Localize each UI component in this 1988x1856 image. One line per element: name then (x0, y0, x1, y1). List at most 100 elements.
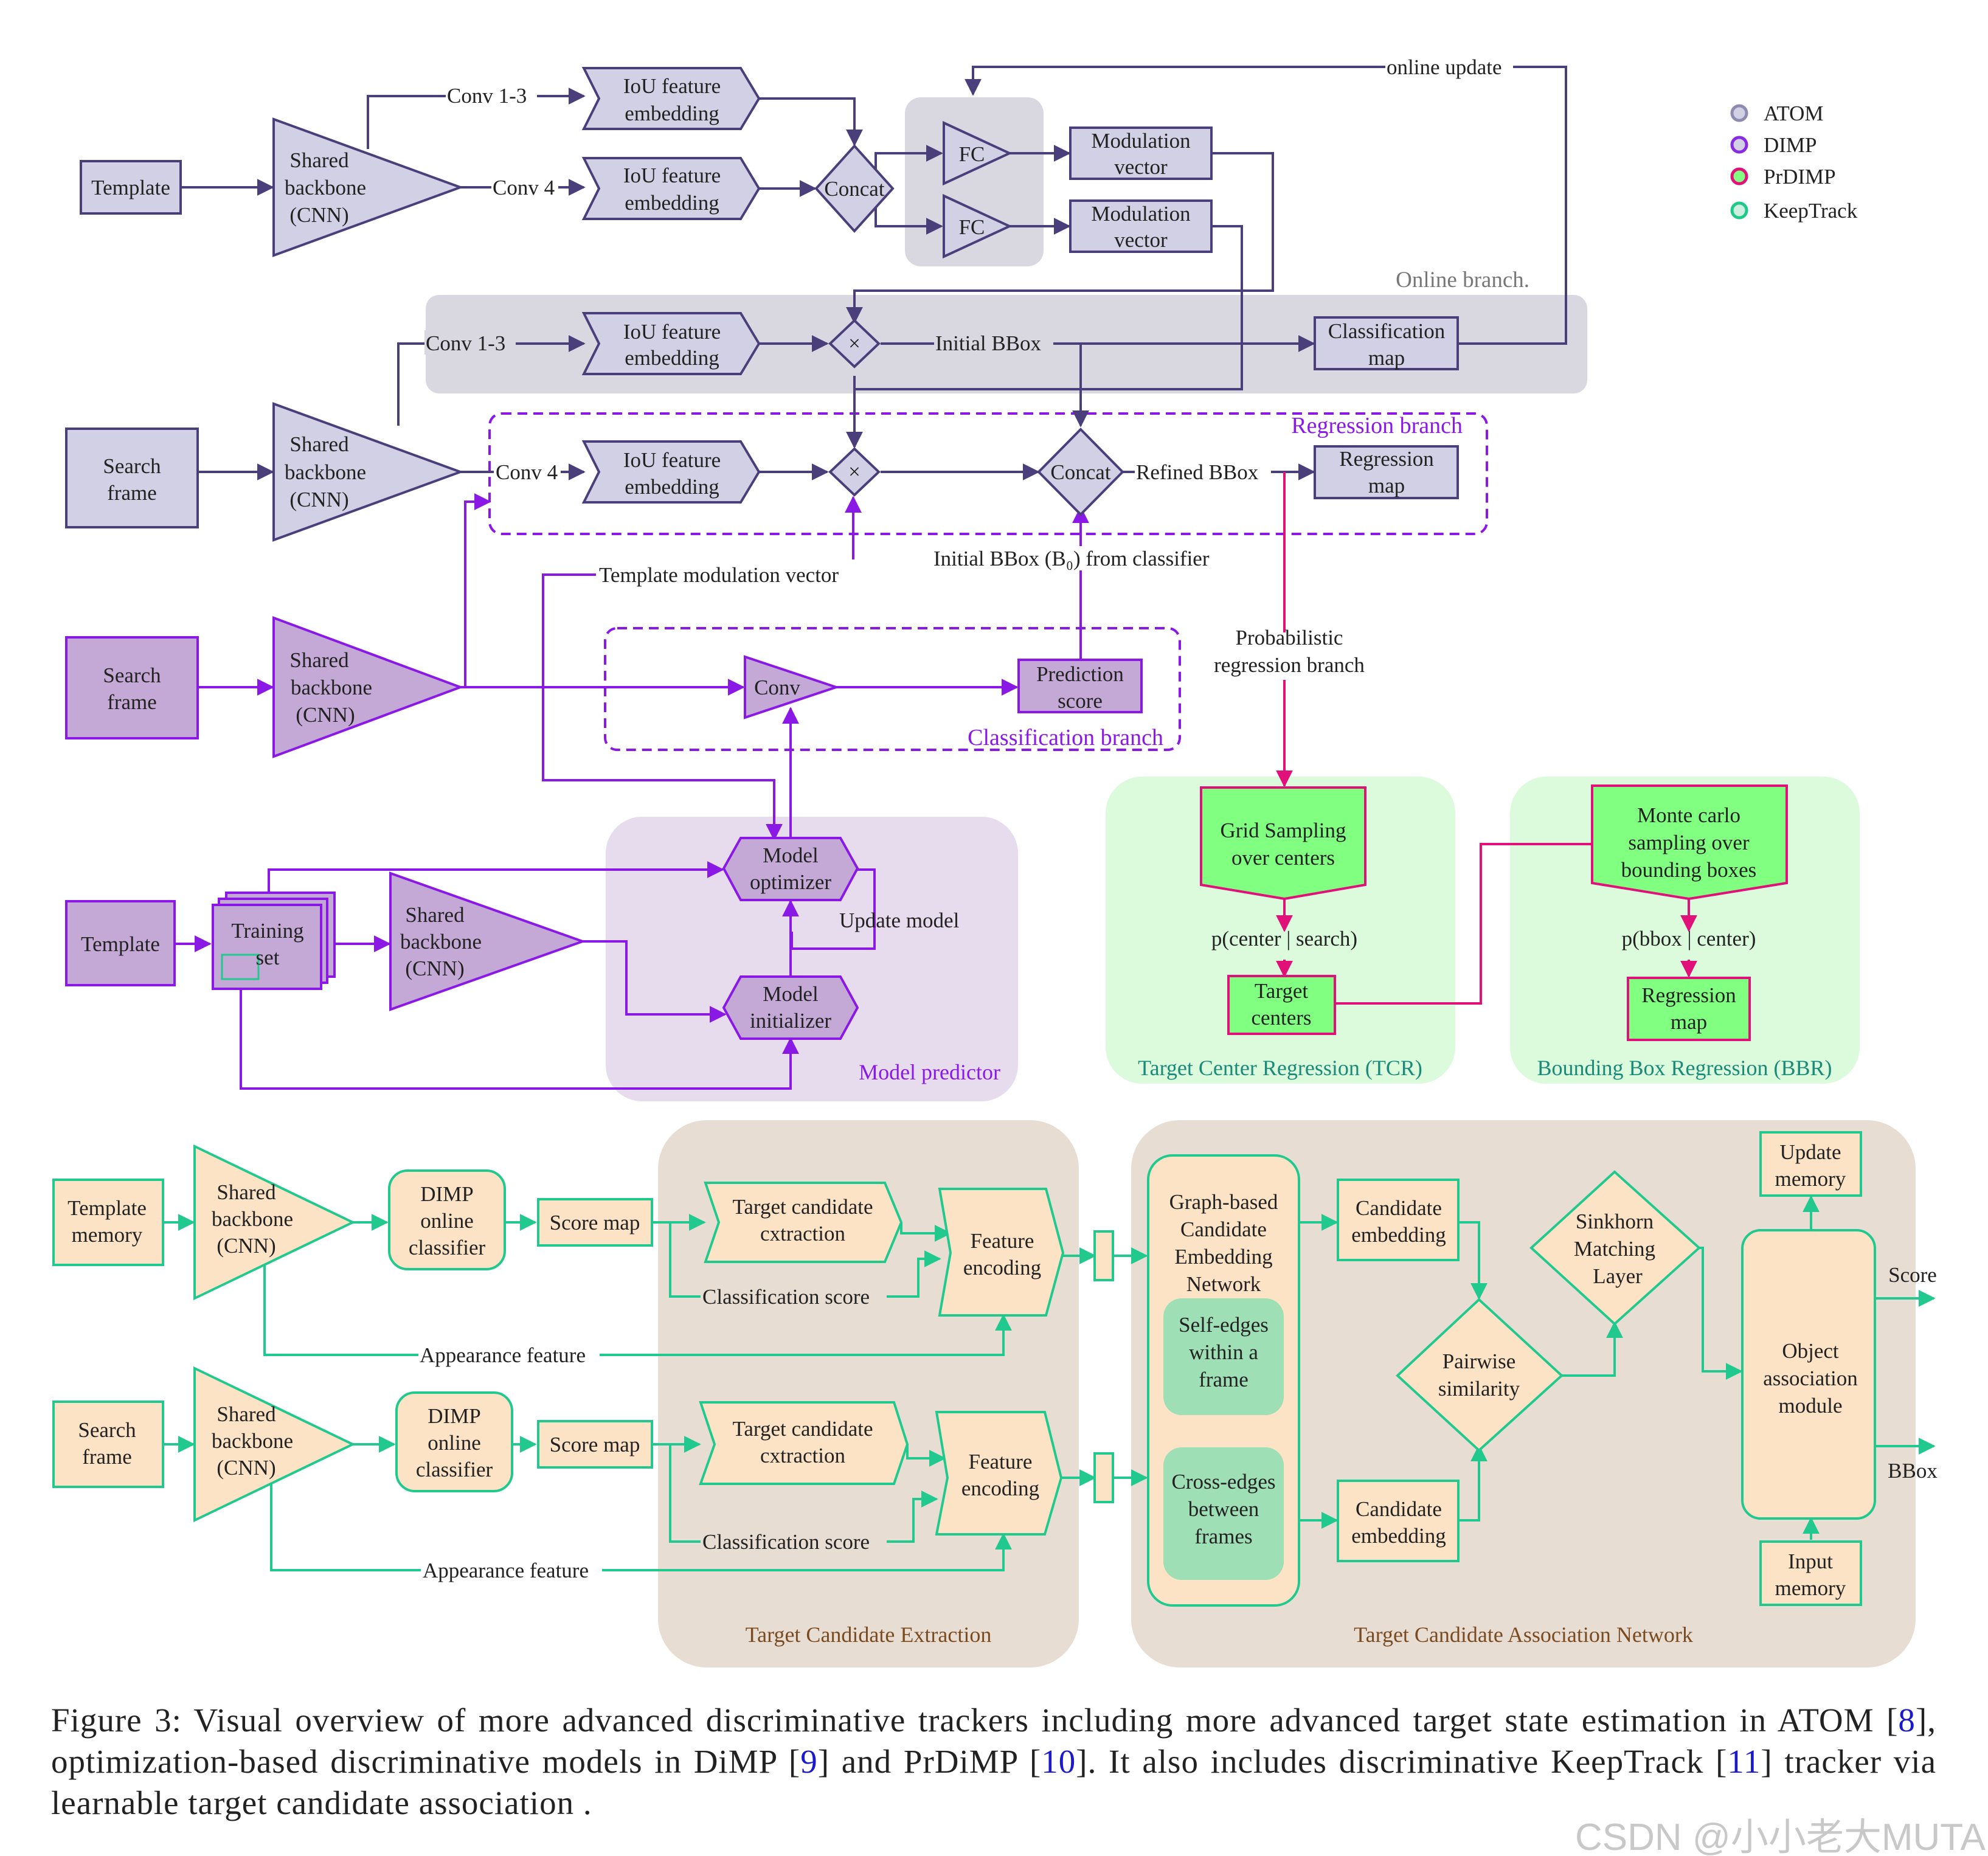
dimp-prediction-score (1017, 659, 1143, 713)
dimp-conv (744, 655, 840, 719)
dimp-training-set (212, 904, 322, 990)
kt-sinkhorn-l3: Layer (1593, 1264, 1643, 1288)
model-predictor-bg (606, 817, 1018, 1101)
dimp-bb1-l1: Shared (289, 648, 349, 672)
atom-template-box (80, 160, 182, 215)
kt-dimp2-l2: online (428, 1431, 480, 1455)
atom-multiply-regression-label: × (848, 460, 861, 483)
prdimp-target-centers (1227, 975, 1336, 1035)
kt-dimp2-l1: DIMP (428, 1404, 481, 1428)
model-predictor-label: Model predictor (859, 1060, 1000, 1084)
atom-iou2-l2: embedding (625, 191, 719, 215)
atom-regression-map (1314, 445, 1459, 499)
atom-backbone-l1: Shared (289, 148, 349, 172)
legend: ATOM DIMP PrDIMP KeepTrack (1730, 102, 1858, 223)
prdimp-regression-map (1627, 977, 1751, 1041)
atom-mod2-l1: Modulation (1091, 202, 1190, 226)
dimp-model-initializer (722, 975, 859, 1040)
kt-scoremap1: Score map (550, 1211, 640, 1234)
kt-search-frame (52, 1401, 164, 1488)
kt-bbox-label: BBox (1888, 1459, 1938, 1483)
atom-iou-online (581, 312, 761, 375)
kt-self-l1: Self-edges (1179, 1313, 1269, 1337)
kt-dimp1-l1: DIMP (420, 1182, 474, 1206)
kt-input-l1: Input (1788, 1550, 1833, 1573)
kt-bb1-l2: backbone (212, 1207, 293, 1231)
kt-feature1-l2: encoding (963, 1256, 1041, 1279)
atom-classmap-l1: Classification (1328, 319, 1445, 343)
atom-modulation-2 (1069, 199, 1213, 253)
atom-iou3-l1: IoU feature (623, 320, 721, 344)
atom-search-frame-box (65, 428, 199, 528)
atom-backbone-search (272, 402, 464, 542)
bbr-label: Bounding Box Regression (BBR) (1537, 1056, 1832, 1080)
dimp-pred-l1: Prediction (1036, 662, 1124, 686)
dimp-optimizer-l1: Model (763, 843, 819, 867)
dimp-bb1-l3: (CNN) (296, 703, 355, 727)
kt-feature2-l2: encoding (961, 1477, 1039, 1500)
kt-feature-encoding-2 (935, 1411, 1063, 1536)
dimp-search-l1: Search (103, 663, 161, 687)
atom-concat-top (814, 144, 895, 233)
caption-ref-11[interactable]: 11 (1727, 1743, 1761, 1780)
dimp-template-box (65, 900, 176, 986)
caption-ref-8[interactable]: 8 (1898, 1702, 1916, 1739)
caption-part-4: ]. It also includes discriminative KeepT… (1076, 1743, 1728, 1780)
kt-search-l1: Search (78, 1418, 136, 1442)
kt-sinkhorn (1529, 1170, 1701, 1326)
prdimp-mc-l2: sampling over (1628, 831, 1750, 854)
atom-template-modulation: Template modulation vector (599, 563, 839, 587)
atom-iou-regression (581, 440, 761, 504)
kt-self-edges (1163, 1298, 1284, 1415)
prdimp-p-center: p(center | search) (1211, 927, 1357, 951)
dimp-bb1-l2: backbone (291, 676, 372, 699)
kt-emb2-l1: Candidate (1356, 1497, 1442, 1521)
kt-cross-edges (1163, 1447, 1284, 1580)
atom-iou1-l2: embedding (625, 102, 719, 125)
kt-scoremap2: Score map (550, 1433, 640, 1456)
prdimp-centers-l1: Target (1255, 979, 1309, 1003)
dimp-update-model: Update model (839, 909, 960, 932)
atom-backbone-l2: backbone (285, 176, 366, 199)
caption-ref-10[interactable]: 10 (1041, 1743, 1076, 1780)
atom-iou1-l1: IoU feature (623, 74, 721, 98)
atom-mod2-l2: vector (1114, 228, 1168, 252)
atom-iou4-l2: embedding (625, 475, 719, 499)
atom-concat-regression (1037, 428, 1124, 516)
atom-regmap-l2: map (1368, 474, 1405, 497)
atom-online-update: online update (1387, 55, 1502, 79)
prdimp-mc-l1: Monte carlo (1637, 803, 1740, 827)
legend-atom: ATOM (1764, 102, 1824, 125)
dimp-pred-l2: score (1058, 689, 1103, 713)
kt-backbone-template (193, 1144, 356, 1301)
watermark: CSDN @小小老大MUTA (1575, 1816, 1986, 1856)
dimp-training-l1: Training (231, 919, 303, 943)
dimp-model-optimizer (722, 837, 859, 901)
legend-keeptrack: KeepTrack (1764, 199, 1858, 223)
kt-candidate-embedding-2 (1337, 1480, 1460, 1562)
dimp-bb2-l2: backbone (400, 930, 482, 954)
atom-conv13-search: Conv 1-3 (426, 331, 505, 355)
caption-ref-9[interactable]: 9 (800, 1743, 818, 1780)
atom-multiply-online (828, 319, 881, 369)
legend-prdimp-marker (1730, 167, 1748, 185)
kt-emb1-l1: Candidate (1356, 1196, 1442, 1220)
kt-sinkhorn-l2: Matching (1574, 1237, 1655, 1261)
kt-candidate2-l2: cxtraction (760, 1444, 845, 1467)
legend-keeptrack-marker (1730, 201, 1748, 220)
dimp-training-sample (221, 954, 260, 980)
kt-self-l2: within a (1189, 1340, 1258, 1364)
tce-label: Target Candidate Extraction (746, 1622, 992, 1647)
atom-conv4-top: Conv 4 (493, 176, 555, 199)
kt-graph-l4: Network (1186, 1272, 1261, 1296)
atom-bb2-l3: (CNN) (289, 488, 348, 511)
atom-multiply-online-label: × (848, 331, 861, 355)
atom-iou3-l2: embedding (625, 346, 719, 370)
kt-target-candidate-1 (704, 1182, 903, 1263)
prdimp-monte-carlo (1591, 784, 1788, 901)
dimp-backbone-train (389, 871, 586, 1011)
atom-fc-2 (943, 193, 1013, 259)
kt-cross-l3: frames (1194, 1525, 1252, 1548)
kt-score-map-2 (537, 1420, 653, 1469)
